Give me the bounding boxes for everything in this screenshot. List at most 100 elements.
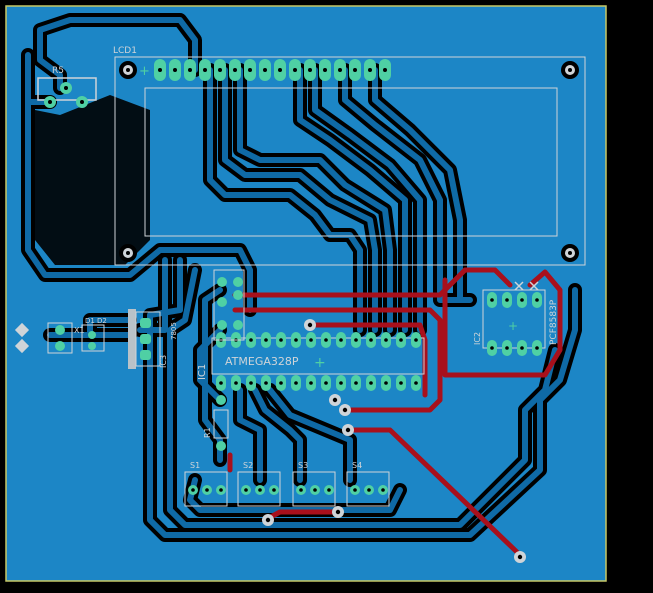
lcd-pad (244, 59, 256, 81)
via (339, 404, 351, 416)
ic1-pad (351, 375, 361, 391)
lcd-pad (214, 59, 226, 81)
lcd-pad (229, 59, 241, 81)
power-input-terminals (14, 322, 30, 354)
ic1-pad (246, 332, 256, 348)
r5-trimmer: R5 (37, 66, 97, 108)
r1-resistor: R1 (203, 395, 229, 451)
switch-s1: S1 (184, 461, 228, 507)
ic1-center-marker: + (314, 355, 326, 371)
ic2-pad (487, 340, 497, 356)
ic1-pad (396, 375, 406, 391)
ic1-pad (321, 375, 331, 391)
ic1-pad (306, 375, 316, 391)
ic1-pad (261, 375, 271, 391)
switch-label: S3 (298, 461, 308, 470)
ic1-pad (321, 332, 331, 348)
lcd-pad (184, 59, 196, 81)
ic3-body (135, 311, 161, 367)
lcd-module: LCD1 + (113, 46, 586, 266)
lcd-mount-holes (119, 61, 579, 262)
switch-s2: S2 (237, 461, 281, 507)
ic1-pad (306, 332, 316, 348)
lcd-header-pads (154, 59, 391, 81)
lcd-pad (304, 59, 316, 81)
ic2-pad (487, 292, 497, 308)
ic1-pad (246, 375, 256, 391)
r5-pads (44, 82, 88, 108)
ic1-pad (396, 332, 406, 348)
ic1-pad (336, 332, 346, 348)
ic2-pad (517, 340, 527, 356)
ic1-pads (216, 332, 421, 391)
ic1-pad (291, 375, 301, 391)
lcd-window (144, 87, 558, 237)
lcd-pad (319, 59, 331, 81)
ic1-pad (291, 332, 301, 348)
switch-label: S4 (352, 461, 362, 470)
lcd-pad (169, 59, 181, 81)
ic1-pad (366, 332, 376, 348)
switch-s3: S3 (292, 461, 336, 507)
lcd-pad (289, 59, 301, 81)
ic1-pad (216, 375, 226, 391)
ic2-outline (482, 289, 546, 349)
via (514, 551, 526, 563)
via (332, 506, 344, 518)
ic1-pad (231, 375, 241, 391)
ic1-pad (411, 375, 421, 391)
ic2-pad (502, 340, 512, 356)
ic1-pad (381, 375, 391, 391)
lcd-pad (259, 59, 271, 81)
ic2-pad (532, 292, 542, 308)
via (304, 319, 316, 331)
ic1-atmega: IC1 ATMEGA328P + (197, 332, 425, 391)
ic1-ref-label: IC1 (197, 364, 208, 380)
ic3-pads (140, 318, 151, 360)
ic2-pcf8583: IC2 PCF8583P + (473, 281, 559, 356)
lcd-pad (199, 59, 211, 81)
ic1-pad (366, 375, 376, 391)
lcd-pad (349, 59, 361, 81)
ic1-pad (336, 375, 346, 391)
ic3-value-label: 7805 (170, 322, 178, 340)
ic2-pad (532, 340, 542, 356)
power-section: X1 D1 D2 IC3 7805 (14, 309, 178, 369)
ic2-center-marker: + (508, 319, 518, 333)
d1-label: D1 (85, 317, 95, 325)
x1-outline (47, 322, 73, 354)
lcd-pad (379, 59, 391, 81)
lcd-ref-label: LCD1 (113, 46, 137, 56)
isolated-region (35, 95, 150, 265)
d2-label: D2 (97, 317, 107, 325)
ic2-crystal-mark (514, 281, 539, 291)
lcd-outline (114, 56, 586, 266)
lcd-pin1-marker: + (139, 64, 150, 79)
lcd-pad (274, 59, 286, 81)
ic3-heatsink (128, 309, 136, 369)
ic2-pad (502, 292, 512, 308)
via (262, 514, 274, 526)
ic2-pads (487, 292, 542, 356)
r1-label: R1 (203, 427, 212, 438)
board-outline (5, 5, 607, 582)
via (342, 424, 354, 436)
ic1-outline (211, 337, 425, 375)
ic2-value-label: PCF8583P (549, 299, 559, 345)
ic1-pad (276, 375, 286, 391)
ic3-label: IC3 (159, 355, 168, 368)
switch-label: S1 (190, 461, 200, 470)
ic1-pad (351, 332, 361, 348)
crystal-caps (213, 269, 245, 341)
switch-label: S2 (243, 461, 253, 470)
switch-s4: S4 (346, 461, 390, 507)
lcd-pad (364, 59, 376, 81)
r5-label: R5 (52, 66, 64, 76)
bottom-traces (21, 13, 582, 542)
ic1-pad (276, 332, 286, 348)
ic1-pad (381, 332, 391, 348)
ic1-pad (261, 332, 271, 348)
top-traces (227, 267, 563, 558)
ic2-ref-label: IC2 (473, 332, 482, 345)
